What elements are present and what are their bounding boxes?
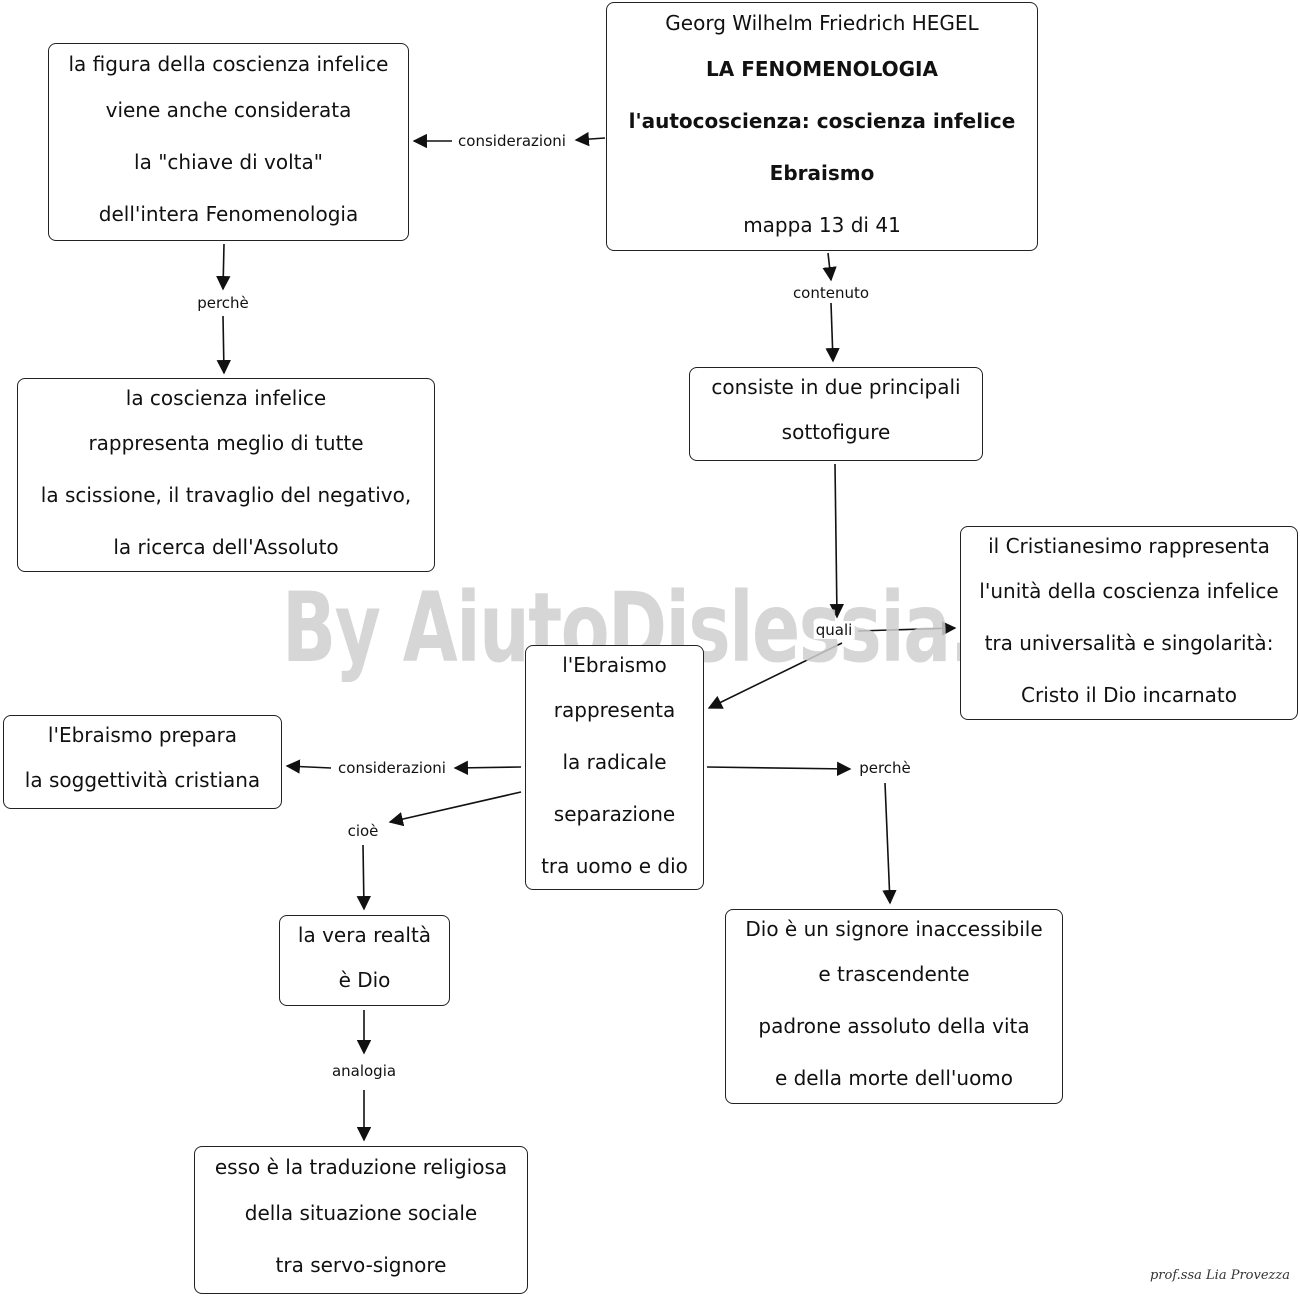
node-line: separazione (553, 802, 676, 826)
node-coscienza-infelice: la coscienza infelice rappresenta meglio… (17, 378, 435, 572)
node-prepara: l'Ebraismo prepara la soggettività crist… (3, 715, 282, 809)
map-number: mappa 13 di 41 (743, 213, 901, 237)
node-vera-realta: la vera realtà è Dio (279, 915, 450, 1006)
node-line: della situazione sociale (244, 1201, 478, 1225)
arrow-perche-to-coscienza (216, 315, 231, 375)
node-figura: la figura della coscienza infelice viene… (48, 43, 409, 241)
node-line: sottofigure (781, 420, 891, 444)
link-label-considerazioni-bottom: considerazioni (336, 759, 448, 777)
node-line: padrone assoluto della vita (758, 1014, 1030, 1038)
node-line: l'Ebraismo prepara (47, 723, 238, 747)
arrow-cioe-to-vera (356, 844, 371, 911)
link-label-perche-right: perchè (857, 759, 913, 777)
link-label-contenuto: contenuto (790, 284, 872, 302)
author-text: Georg Wilhelm Friedrich HEGEL (665, 11, 979, 35)
node-line: Cristo il Dio incarnato (1021, 683, 1237, 707)
node-line: la "chiave di volta" (134, 150, 323, 174)
arrow-ebraismo-to-perche (706, 761, 852, 777)
node-line: la coscienza infelice (125, 386, 327, 410)
node-line: e trascendente (818, 962, 970, 986)
arrow-figura-to-perche (216, 243, 231, 291)
node-line: la soggettività cristiana (24, 768, 261, 792)
node-line: viene anche considerata (105, 98, 352, 122)
arrow-considerazioni-to-prepara (285, 759, 332, 774)
arrow-perche-to-dio (882, 782, 897, 905)
arrow-title-to-contenuto (822, 252, 837, 282)
node-line: l'unità della coscienza infelice (979, 579, 1279, 603)
link-label-considerazioni-top: considerazioni (456, 132, 568, 150)
arrow-ebraismo-to-cioe (388, 791, 522, 827)
node-line: dell'intera Fenomenologia (98, 202, 359, 226)
arrow-quali-to-cristianesimo (857, 621, 957, 636)
link-label-cioe: cioè (345, 822, 381, 840)
node-line: rappresenta (553, 698, 676, 722)
node-line: il Cristianesimo rappresenta (988, 534, 1270, 558)
node-line: è Dio (338, 968, 391, 992)
arrow-title-to-considerazioni (574, 131, 606, 147)
node-consiste: consiste in due principali sottofigure (689, 367, 983, 461)
node-dio-signore: Dio è un signore inaccessibile e trascen… (725, 909, 1063, 1104)
node-line: esso è la traduzione religiosa (214, 1155, 508, 1179)
node-line: la figura della coscienza infelice (68, 52, 389, 76)
title-box: Georg Wilhelm Friedrich HEGEL LA FENOMEN… (606, 2, 1038, 251)
node-line: e della morte dell'uomo (774, 1066, 1014, 1090)
work-title: LA FENOMENOLOGIA (706, 57, 938, 81)
link-label-quali: quali (813, 621, 855, 639)
node-line: la vera realtà (297, 923, 432, 947)
node-line: rappresenta meglio di tutte (88, 431, 364, 455)
arrow-contenuto-to-consiste (825, 302, 840, 363)
node-line: Dio è un signore inaccessibile (745, 917, 1043, 941)
node-line: tra servo-signore (275, 1253, 447, 1277)
node-line: l'Ebraismo (562, 653, 667, 677)
arrow-consiste-to-quali (829, 463, 845, 619)
node-traduzione-religiosa: esso è la traduzione religiosa della sit… (194, 1146, 528, 1294)
node-line: tra uomo e dio (541, 854, 688, 878)
arrow-quali-to-ebraismo (707, 642, 843, 709)
node-line: tra universalità e singolarità: (984, 631, 1274, 655)
link-label-perche-left: perchè (195, 294, 251, 312)
arrow-ebraismo-to-considerazioni (453, 760, 522, 776)
topic-title: l'autocoscienza: coscienza infelice (628, 109, 1016, 133)
subtopic-title: Ebraismo (769, 161, 875, 185)
node-line: la ricerca dell'Assoluto (113, 535, 339, 559)
link-label-analogia: analogia (329, 1062, 399, 1080)
node-line: la scissione, il travaglio del negativo, (40, 483, 412, 507)
node-line: la radicale (562, 750, 667, 774)
node-line: consiste in due principali (711, 375, 961, 399)
node-cristianesimo: il Cristianesimo rappresenta l'unità del… (960, 526, 1298, 720)
node-ebraismo: l'Ebraismo rappresenta la radicale separ… (525, 645, 704, 890)
author-signature: prof.ssa Lia Provezza (1149, 1268, 1290, 1283)
